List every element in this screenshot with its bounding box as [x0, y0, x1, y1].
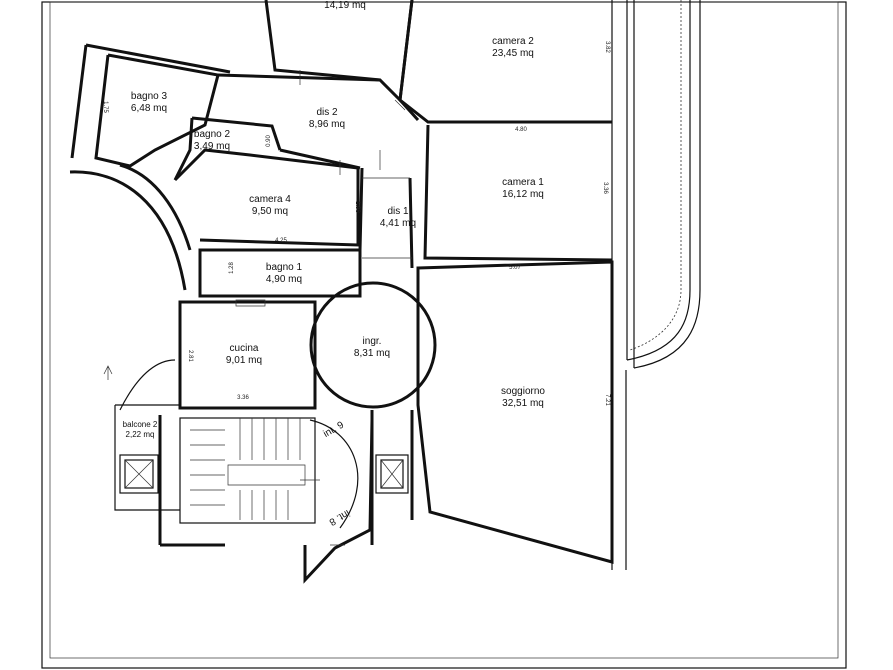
room-label-soggiorno: soggiorno 32,51 mq [501, 386, 545, 409]
svg-text:3.36: 3.36 [237, 395, 249, 401]
room-label-ingr: ingr. 8,31 mq [354, 336, 390, 359]
svg-text:8,31 mq: 8,31 mq [354, 348, 390, 359]
svg-text:bagno 3: bagno 3 [131, 91, 168, 102]
svg-text:32,51 mq: 32,51 mq [502, 398, 544, 409]
north-arrow-icon [103, 365, 113, 380]
dimension-labels: 4.80 3.82 3.36 4.25 1.98 5.07 2.81 3.36 … [102, 41, 610, 406]
svg-text:soggiorno: soggiorno [501, 386, 545, 397]
room-label-balcone2: balcone 2 2,22 mq [123, 420, 158, 439]
room-label-bagno3: bagno 3 6,48 mq [131, 91, 168, 114]
svg-text:5.07: 5.07 [509, 265, 521, 271]
svg-text:1.28: 1.28 [229, 262, 235, 274]
svg-text:4.25: 4.25 [275, 238, 287, 244]
svg-text:2,22 mq: 2,22 mq [126, 430, 155, 439]
svg-text:camera 2: camera 2 [492, 36, 534, 47]
svg-text:camera 4: camera 4 [249, 194, 291, 205]
svg-text:0.90: 0.90 [266, 135, 272, 147]
svg-text:8,96 mq: 8,96 mq [309, 119, 345, 130]
svg-text:4.80: 4.80 [515, 127, 527, 133]
svg-text:23,45 mq: 23,45 mq [492, 48, 534, 59]
room-label-camera1: camera 1 16,12 mq [502, 177, 544, 200]
svg-text:1.98: 1.98 [354, 201, 360, 213]
room-label-bagno1: bagno 1 4,90 mq [266, 262, 303, 285]
svg-text:6,48 mq: 6,48 mq [131, 103, 167, 114]
svg-text:dis 1: dis 1 [387, 206, 409, 217]
lift-shaft-left [119, 454, 159, 494]
svg-text:14,19 mq: 14,19 mq [324, 0, 366, 11]
svg-text:dis 2: dis 2 [316, 107, 338, 118]
svg-text:4,41 mq: 4,41 mq [380, 218, 416, 229]
svg-text:7.21: 7.21 [604, 394, 610, 406]
stair-treads [190, 418, 306, 520]
room-label-cucina: cucina 9,01 mq [226, 343, 262, 366]
walls [69, 0, 614, 584]
svg-text:3.36: 3.36 [602, 182, 608, 194]
svg-text:2.81: 2.81 [187, 350, 193, 362]
sheet-frame [41, 1, 847, 669]
svg-text:9,01 mq: 9,01 mq [226, 355, 262, 366]
room-label-camera2: camera 2 23,45 mq [492, 36, 534, 59]
svg-text:1.75: 1.75 [102, 101, 108, 113]
annotation-int8: int. 8 [327, 507, 352, 528]
svg-text:3,49 mq: 3,49 mq [194, 141, 230, 152]
svg-text:ingr.: ingr. [363, 336, 382, 347]
room-label-dis2: dis 2 8,96 mq [309, 107, 345, 130]
door-marks [235, 70, 412, 546]
room-label-top: 14,19 mq [324, 0, 366, 11]
svg-text:cucina: cucina [230, 343, 259, 354]
svg-text:camera 1: camera 1 [502, 177, 544, 188]
annotation-int9: int. 9 [322, 419, 347, 440]
outer-corridor [611, 0, 701, 570]
room-label-camera4: camera 4 9,50 mq [249, 194, 291, 217]
svg-text:3.82: 3.82 [604, 41, 610, 53]
room-label-bagno2: bagno 2 3,49 mq [194, 129, 231, 152]
svg-text:16,12 mq: 16,12 mq [502, 189, 544, 200]
svg-text:4,90 mq: 4,90 mq [266, 274, 302, 285]
svg-text:balcone 2: balcone 2 [123, 420, 158, 429]
svg-text:bagno 2: bagno 2 [194, 129, 231, 140]
room-label-dis1: dis 1 4,41 mq [380, 206, 416, 229]
svg-text:9,50 mq: 9,50 mq [252, 206, 288, 217]
lift-shaft-right [375, 454, 409, 494]
svg-text:bagno 1: bagno 1 [266, 262, 303, 273]
